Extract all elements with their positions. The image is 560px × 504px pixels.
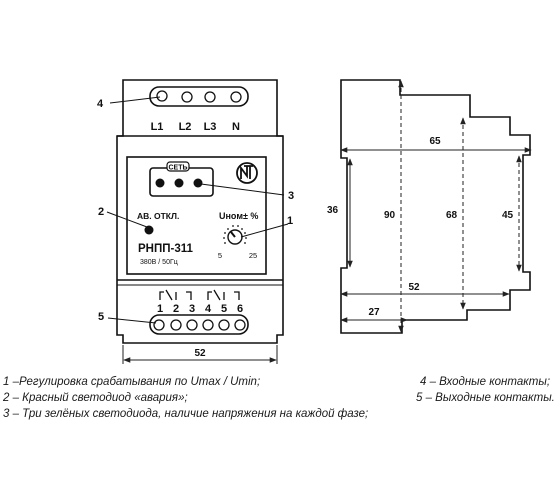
model-name: РНПП-311	[138, 243, 193, 255]
input-screws	[156, 90, 242, 103]
dim-36: 36	[327, 205, 339, 216]
legend-item-3: 3 – Три зелёных светодиода, наличие напр…	[3, 408, 369, 420]
contact-symbols	[159, 289, 240, 301]
legend-item-5: 5 – Выходные контакты.	[416, 392, 555, 404]
dim-65: 65	[429, 136, 441, 147]
screw-icon	[181, 91, 193, 103]
screw-icon	[230, 91, 242, 103]
callout-2: 2	[98, 206, 104, 218]
dim-68: 68	[446, 210, 458, 221]
set-tag	[166, 161, 190, 172]
output-number-6: 6	[237, 303, 243, 315]
voltage-knob-icon	[223, 225, 247, 245]
screw-icon	[153, 319, 165, 331]
model-spec: 380В / 50Гц	[140, 259, 178, 266]
front-width-label: 52	[194, 348, 206, 359]
dim-27: 27	[368, 307, 380, 318]
side-dimension-lines	[340, 80, 532, 333]
terminal-label-l1: L1	[151, 121, 164, 133]
legend-item-1: 1 –Регулировка срабатывания по Umax / Um…	[3, 376, 261, 388]
indicator-panel	[126, 156, 267, 275]
phase-leds	[155, 178, 203, 188]
led-icon	[155, 178, 165, 188]
scale-max: 25	[249, 251, 257, 260]
output-number-5: 5	[221, 303, 227, 315]
input-terminal-block	[149, 86, 249, 107]
front-width-dimension	[122, 345, 278, 364]
screw-icon	[186, 319, 198, 331]
front-view	[116, 79, 284, 344]
alarm-label: АВ. ОТКЛ.	[137, 211, 179, 221]
legend-item-4: 4 – Входные контакты;	[420, 376, 551, 388]
screw-icon	[204, 91, 216, 103]
screw-icon	[218, 319, 230, 331]
dim-52-side: 52	[408, 282, 420, 293]
legend-item-2: 2 – Красный светодиод «авария»;	[3, 392, 188, 404]
output-number-2: 2	[173, 303, 179, 315]
knob-label: Uном± %	[219, 211, 258, 221]
callout-3: 3	[288, 190, 294, 202]
terminal-label-n: N	[232, 121, 240, 133]
led-icon	[174, 178, 184, 188]
alarm-led-icon	[144, 225, 154, 235]
callout-4: 4	[97, 98, 104, 110]
output-number-1: 1	[157, 303, 163, 315]
callout-1: 1	[287, 215, 293, 227]
dim-90: 90	[384, 210, 396, 221]
screw-icon	[156, 90, 168, 102]
screw-icon	[234, 319, 246, 331]
callout-5: 5	[98, 311, 104, 323]
terminal-label-l2: L2	[179, 121, 192, 133]
dim-45: 45	[502, 210, 514, 221]
output-number-3: 3	[189, 303, 195, 315]
screw-icon	[202, 319, 214, 331]
set-label: СЕТЬ	[168, 165, 187, 172]
side-body-outline	[340, 79, 531, 334]
terminal-label-l3: L3	[204, 121, 217, 133]
callout-lines	[106, 96, 289, 324]
output-screws	[153, 319, 246, 331]
side-view	[340, 79, 531, 334]
output-terminal-block	[149, 314, 249, 335]
screw-icon	[170, 319, 182, 331]
output-number-4: 4	[205, 303, 212, 315]
led-icon	[193, 178, 203, 188]
logo-icon	[236, 162, 258, 184]
scale-min: 5	[218, 251, 222, 260]
